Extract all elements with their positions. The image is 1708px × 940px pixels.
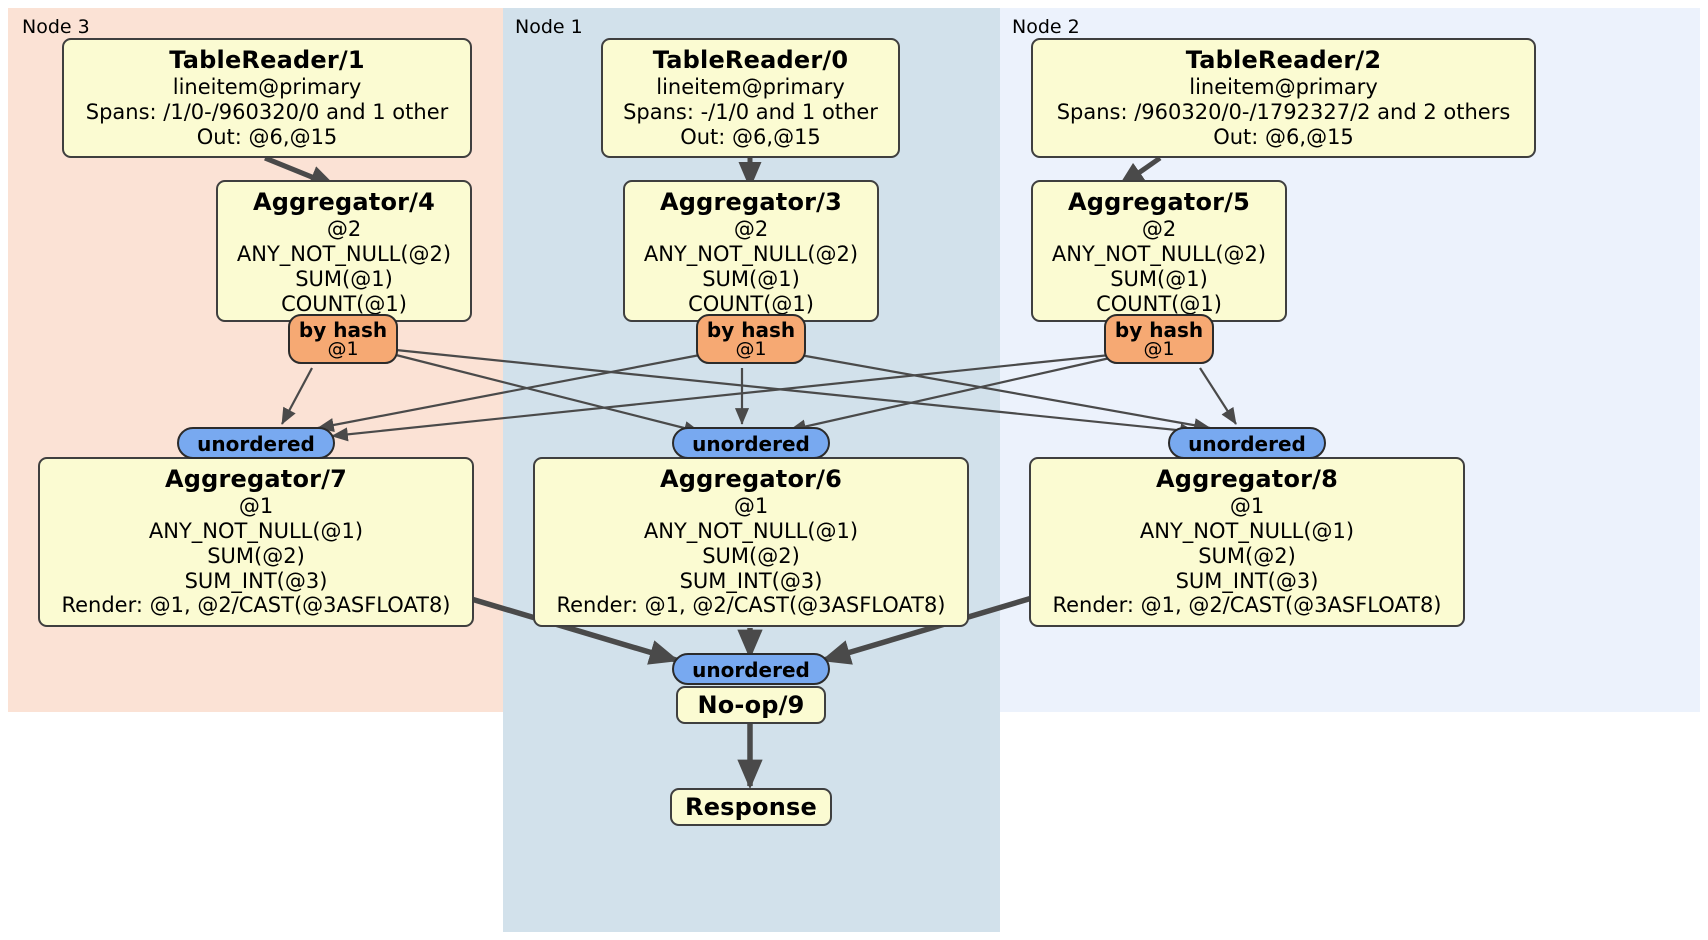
processor-line: Spans: -/1/0 and 1 other <box>623 100 878 125</box>
synchronizer-title: unordered <box>692 658 810 682</box>
processor-title: No-op/9 <box>697 691 805 719</box>
processor-line: SUM(@1) <box>702 266 800 291</box>
processor-line: SUM(@2) <box>1198 543 1296 568</box>
processor-title: TableReader/0 <box>652 46 849 74</box>
processor-line: Out: @6,@15 <box>196 124 338 149</box>
processor-line: Render: @1, @2/CAST(@3ASFLOAT8) <box>1052 593 1442 618</box>
processor-aggregator-3[interactable]: Aggregator/3 @2 ANY_NOT_NULL(@2) SUM(@1)… <box>623 180 879 322</box>
synchronizer-title: unordered <box>1188 432 1306 456</box>
processor-line: ANY_NOT_NULL(@2) <box>1051 242 1267 267</box>
processor-line: SUM(@2) <box>702 543 800 568</box>
unordered-synchronizer-left[interactable]: unordered <box>177 427 335 459</box>
processor-line: Out: @6,@15 <box>680 124 821 149</box>
processor-line: SUM(@2) <box>207 543 305 568</box>
panel-label-node2: Node 2 <box>1012 16 1080 38</box>
router-sub: @1 <box>327 338 359 360</box>
processor-line: Spans: /960320/0-/1792327/2 and 2 others <box>1056 100 1511 125</box>
processor-line: SUM_INT(@3) <box>184 568 328 593</box>
processor-aggregator-5[interactable]: Aggregator/5 @2 ANY_NOT_NULL(@2) SUM(@1)… <box>1031 180 1287 322</box>
processor-noop-9[interactable]: No-op/9 <box>676 686 826 724</box>
processor-aggregator-8[interactable]: Aggregator/8 @1 ANY_NOT_NULL(@1) SUM(@2)… <box>1029 457 1465 627</box>
unordered-synchronizer-right[interactable]: unordered <box>1168 427 1326 459</box>
unordered-synchronizer-final[interactable]: unordered <box>672 653 830 685</box>
router-title: by hash <box>706 318 796 342</box>
processor-table-reader-0[interactable]: TableReader/0 lineitem@primary Spans: -/… <box>601 38 900 158</box>
processor-aggregator-6[interactable]: Aggregator/6 @1 ANY_NOT_NULL(@1) SUM(@2)… <box>533 457 969 627</box>
processor-line: ANY_NOT_NULL(@1) <box>643 519 859 544</box>
processor-title: Aggregator/7 <box>164 465 348 493</box>
processor-response[interactable]: Response <box>670 788 832 826</box>
unordered-synchronizer-center[interactable]: unordered <box>672 427 830 459</box>
router-title: by hash <box>298 318 388 342</box>
processor-line: SUM(@1) <box>1110 266 1208 291</box>
hash-router-right[interactable]: by hash @1 <box>1104 314 1214 364</box>
panel-label-node1: Node 1 <box>515 16 583 38</box>
processor-line: @1 <box>238 494 274 519</box>
processor-line: @2 <box>733 217 769 242</box>
processor-aggregator-4[interactable]: Aggregator/4 @2 ANY_NOT_NULL(@2) SUM(@1)… <box>216 180 472 322</box>
processor-title: Aggregator/4 <box>252 188 436 216</box>
processor-title: Aggregator/5 <box>1067 188 1251 216</box>
processor-line: @1 <box>733 494 769 519</box>
processor-title: Response <box>685 793 817 821</box>
processor-table-reader-1[interactable]: TableReader/1 lineitem@primary Spans: /1… <box>62 38 472 158</box>
processor-line: Render: @1, @2/CAST(@3ASFLOAT8) <box>556 593 946 618</box>
processor-line: COUNT(@1) <box>1096 291 1222 316</box>
processor-title: Aggregator/8 <box>1155 465 1339 493</box>
processor-table-reader-2[interactable]: TableReader/2 lineitem@primary Spans: /9… <box>1031 38 1536 158</box>
processor-line: COUNT(@1) <box>281 291 407 316</box>
router-sub: @1 <box>735 338 767 360</box>
processor-line: @1 <box>1229 494 1265 519</box>
processor-line: Spans: /1/0-/960320/0 and 1 other <box>85 100 449 125</box>
processor-line: SUM_INT(@3) <box>679 568 823 593</box>
hash-router-center[interactable]: by hash @1 <box>696 314 806 364</box>
processor-line: lineitem@primary <box>1189 75 1378 100</box>
processor-line: Out: @6,@15 <box>1213 124 1354 149</box>
processor-line: lineitem@primary <box>172 75 362 100</box>
processor-title: TableReader/2 <box>1185 46 1382 74</box>
synchronizer-title: unordered <box>692 432 810 456</box>
processor-line: ANY_NOT_NULL(@2) <box>643 242 859 267</box>
processor-title: Aggregator/6 <box>659 465 843 493</box>
processor-aggregator-7[interactable]: Aggregator/7 @1 ANY_NOT_NULL(@1) SUM(@2)… <box>38 457 474 627</box>
synchronizer-title: unordered <box>197 432 315 456</box>
panel-label-node3: Node 3 <box>22 16 90 38</box>
processor-line: COUNT(@1) <box>688 291 814 316</box>
processor-line: Render: @1, @2/CAST(@3ASFLOAT8) <box>61 593 451 618</box>
processor-line: lineitem@primary <box>656 75 845 100</box>
processor-title: Aggregator/3 <box>659 188 843 216</box>
router-title: by hash <box>1114 318 1204 342</box>
processor-line: ANY_NOT_NULL(@2) <box>236 242 452 267</box>
processor-line: @2 <box>326 217 362 242</box>
router-sub: @1 <box>1143 338 1175 360</box>
processor-line: @2 <box>1141 217 1177 242</box>
processor-line: ANY_NOT_NULL(@1) <box>148 519 364 544</box>
processor-line: ANY_NOT_NULL(@1) <box>1139 519 1355 544</box>
processor-title: TableReader/1 <box>169 46 365 74</box>
processor-line: SUM_INT(@3) <box>1175 568 1319 593</box>
processor-line: SUM(@1) <box>295 266 393 291</box>
hash-router-left[interactable]: by hash @1 <box>288 314 398 364</box>
